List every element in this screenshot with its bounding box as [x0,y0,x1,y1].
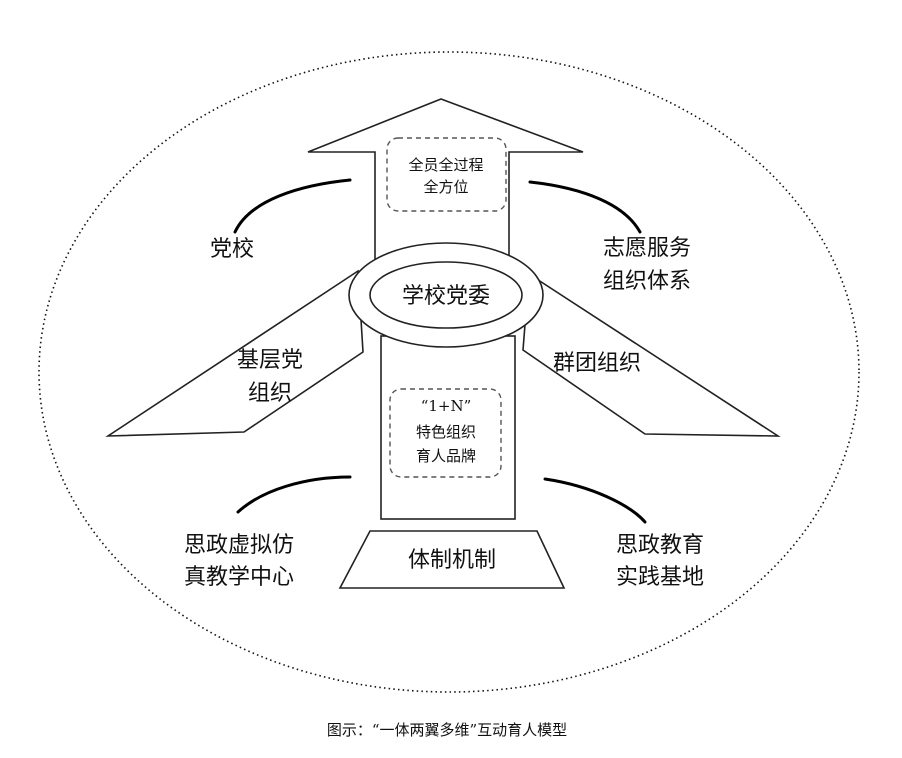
arrow-box-line-1: 全员全过程 [408,156,483,174]
base-label: 体制机制 [408,548,496,573]
base-trapezoid-shape [338,530,566,589]
arrow-box-line-2: 全方位 [423,178,468,196]
right-wing-label: 群团组织 [553,351,641,376]
committee-inner-ring [369,261,523,329]
arc-virtual-center [236,475,352,514]
arc-party-school [233,178,352,234]
virtual-center-line-1: 思政虚拟仿 [184,533,294,558]
stem-box-line-2: 特色组织 [416,423,476,441]
arc-practice-base [543,477,647,524]
virtual-center-line-2: 真教学中心 [184,565,294,590]
volunteer-line-1: 志愿服务 [603,236,691,261]
outer-boundary-ellipse [38,51,860,693]
arrow-dashed-box [386,137,507,212]
practice-base-line-1: 思政教育 [616,533,704,558]
left-wing-line-2: 组织 [248,381,292,406]
party-school-label: 党校 [210,237,254,262]
figure-caption: 图示：“一体两翼多维”互动育人模型 [327,721,567,739]
stem-box-line-1: “1+N” [421,397,472,415]
arc-volunteer [528,180,642,234]
stem-box-line-3: 育人品牌 [416,447,476,465]
committee-label: 学校党委 [402,284,490,309]
practice-base-line-2: 实践基地 [616,565,704,590]
left-wing-shape [105,269,364,437]
volunteer-line-2: 组织体系 [603,269,691,294]
left-wing-line-1: 基层党 [237,348,303,373]
stem-dashed-box [389,388,502,478]
